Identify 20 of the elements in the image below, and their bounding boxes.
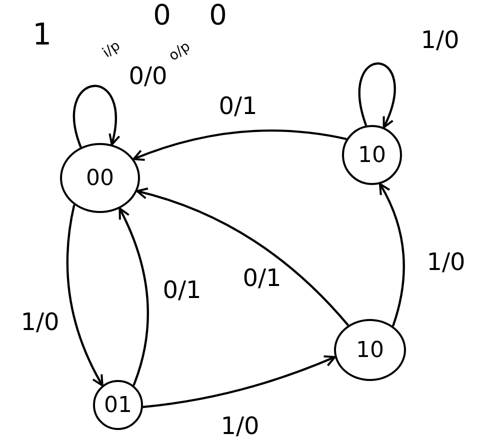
note-text: 0 — [153, 0, 171, 32]
state-label: 01 — [104, 392, 132, 418]
note-text: o/p — [166, 39, 194, 65]
note-text: 0 — [209, 0, 227, 32]
arrow — [142, 355, 336, 408]
state-label: 00 — [86, 166, 114, 190]
note-text: i/p — [100, 38, 124, 62]
arrow — [378, 182, 405, 326]
state-label: 10 — [358, 142, 386, 168]
note-text: 1 — [32, 18, 52, 52]
state-circle — [342, 125, 402, 185]
state-circle — [60, 143, 140, 213]
state-label: 10 — [356, 338, 384, 362]
self-loop-arrow — [358, 62, 396, 128]
arrow — [132, 130, 347, 162]
arrow — [136, 188, 350, 326]
arrow — [66, 204, 104, 386]
arrow — [118, 207, 149, 386]
state-circle — [93, 380, 143, 430]
self-loop-arrow — [73, 84, 120, 148]
